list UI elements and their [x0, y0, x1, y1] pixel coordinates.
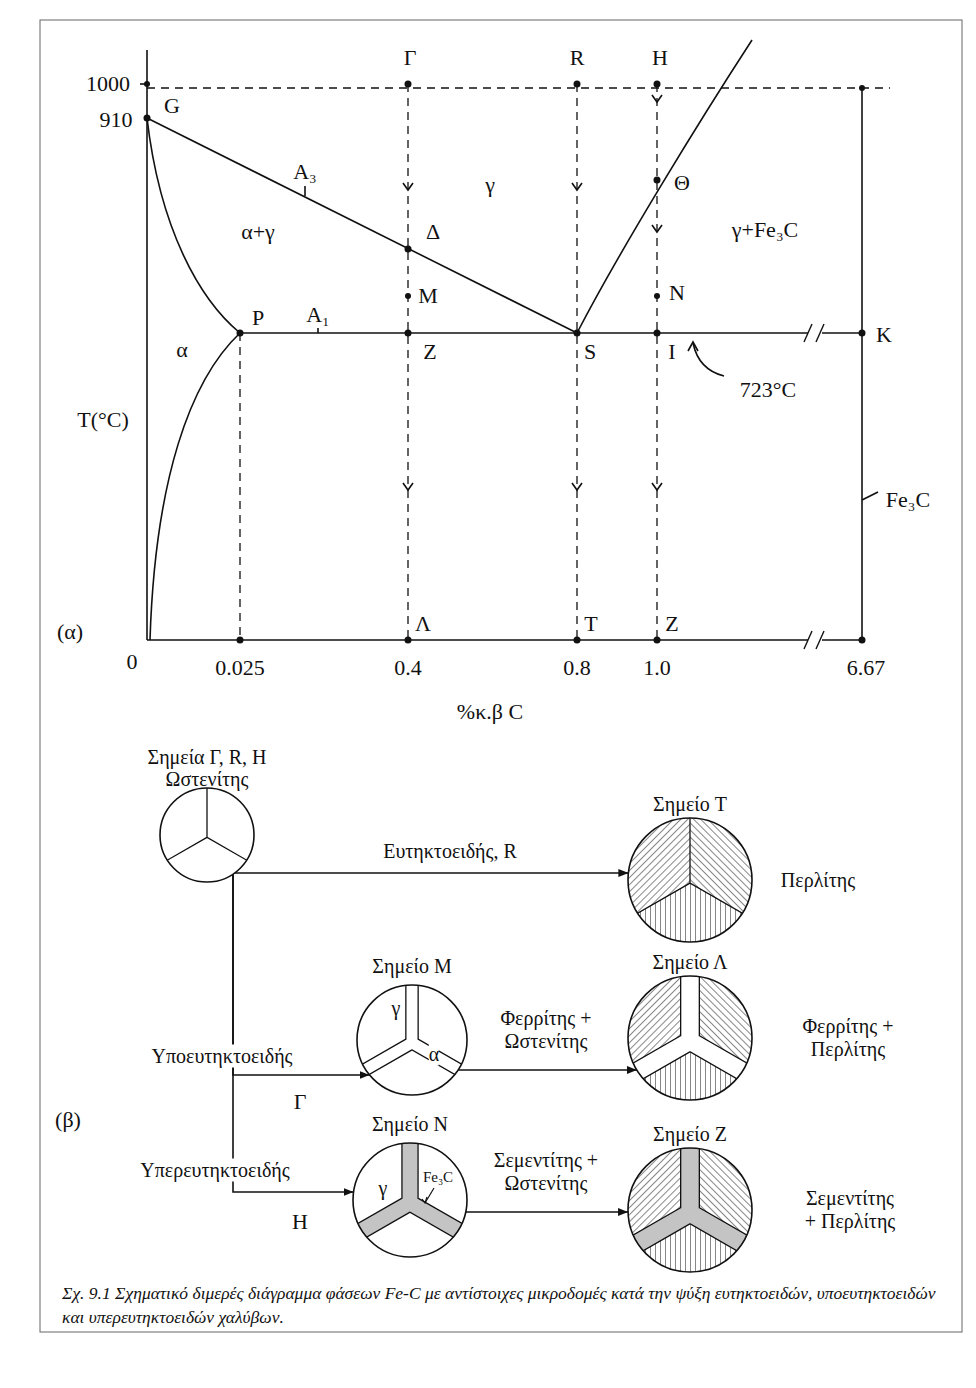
circle-outline: [628, 976, 752, 1100]
axis-or-point-label: Λ: [415, 612, 431, 636]
microstructure-node: Σημείο Mγα: [357, 985, 467, 1095]
axis-or-point-label: Z: [665, 612, 678, 636]
axis-or-point-label: 0.4: [394, 656, 422, 680]
arrow-label: Υποευτηκτοειδής: [149, 1045, 294, 1068]
arrow-label: Φερρίτης + Ωστενίτης: [494, 1007, 598, 1053]
axis-breaks: [804, 324, 824, 649]
circle-outline: [160, 788, 254, 882]
axis-or-point-label: N: [669, 281, 685, 305]
axis-or-point-label: 0.8: [563, 656, 591, 680]
axis-or-point-label: P: [252, 306, 264, 330]
axis-or-point-label: Θ: [674, 171, 690, 195]
flow-arrow: [235, 872, 629, 874]
arrow-label: Υπερευτηκτοειδής: [138, 1159, 291, 1182]
structure-label: Σεμεντίτης + Περλίτης: [800, 1187, 900, 1233]
grain-structure: [626, 974, 754, 1102]
axis-or-point-label: α+γ: [241, 220, 275, 244]
axis-or-point-label: 1.0: [643, 656, 671, 680]
grain-structure: [351, 1141, 469, 1259]
axis-or-point-label: S: [584, 340, 596, 364]
microstructure-circle: [355, 983, 469, 1097]
microstructure-circle: [626, 816, 754, 944]
cooling-arrows: [403, 95, 662, 490]
point-heading: Σημεία Γ, R, H: [147, 746, 266, 769]
points: [144, 81, 866, 644]
figure-caption: Σχ. 9.1 Σχηματικό διμερές διάγραμμα φάσε…: [62, 1282, 942, 1329]
flow-arrow: [458, 1069, 637, 1071]
axis-or-point-label: T(°C): [77, 408, 129, 432]
axis-or-point-label: Fe₃C: [886, 488, 930, 512]
structure-label: γ: [379, 1177, 388, 1200]
axis-or-point-label: G: [164, 94, 180, 118]
axis-or-point-label: 1000: [86, 72, 130, 96]
microstructure-node: Σημεία Γ, R, HΩστενίτης: [160, 788, 254, 882]
axis-or-point-label: T: [584, 612, 597, 636]
axis-or-point-label: Γ: [404, 46, 417, 70]
arrow-label: Ευτηκτοειδής, R: [381, 840, 519, 863]
axis-or-point-label: 723°C: [740, 378, 796, 402]
axis-or-point-label: H: [652, 46, 668, 70]
point-heading: Σημείο Z: [653, 1123, 727, 1146]
microstructure-circle: [158, 786, 256, 884]
point-heading: Σημείο T: [653, 793, 727, 816]
axis-or-point-label: γ+Fe₃C: [732, 218, 798, 242]
axis-or-point-label: 6.67: [847, 656, 886, 680]
axis-or-point-label: I: [668, 340, 675, 364]
grain-structure: [158, 786, 256, 884]
axis-or-point-label: (α): [57, 620, 83, 644]
page-frame: [40, 20, 962, 1332]
microstructure-circle: [626, 974, 754, 1102]
flow-arrow: [233, 874, 354, 1192]
structure-label: Φερρίτης + Περλίτης: [801, 1015, 896, 1061]
circle-outline: [353, 1143, 467, 1257]
axes: [140, 40, 878, 640]
microstructure-circle: [626, 1146, 754, 1274]
arrow-label: Σεμεντίτης + Ωστενίτης: [489, 1149, 603, 1195]
microstructure-circle: [351, 1141, 469, 1259]
microstructure-node: Σημείο ZΣεμεντίτης + Περλίτης: [628, 1148, 752, 1272]
axis-or-point-label: A₁: [306, 303, 330, 327]
microstructure-node: Σημείο ΛΦερρίτης + Περλίτης: [628, 976, 752, 1100]
axis-or-point-label: Δ: [426, 220, 440, 244]
axis-or-point-label: %κ.β C: [457, 700, 523, 724]
structure-label: Fe₃C: [423, 1169, 453, 1186]
axis-or-point-label: α: [176, 338, 188, 362]
point-heading: Σημείο M: [372, 955, 451, 978]
microstructure-node: Σημείο TΠερλίτης: [628, 818, 752, 942]
axis-or-point-label: (β): [55, 1108, 81, 1132]
axis-or-point-label: A₃: [293, 160, 317, 184]
point-heading: Σημείο Λ: [653, 951, 728, 974]
structure-label: γ: [392, 997, 401, 1020]
leader-head: [422, 1197, 427, 1203]
structure-label: Περλίτης: [781, 869, 855, 892]
axis-or-point-label: R: [570, 46, 585, 70]
axis-or-point-label: Γ: [294, 1090, 307, 1114]
microstructure-node: Σημείο NγFe₃C: [353, 1143, 467, 1257]
axis-or-point-label: M: [418, 284, 438, 308]
axis-or-point-label: 910: [100, 108, 133, 132]
grain-structure: [626, 1146, 754, 1274]
circle-outline: [628, 1148, 752, 1272]
grain-structure: [355, 983, 469, 1097]
axis-or-point-label: 0.025: [215, 656, 265, 680]
structure-label: α: [429, 1043, 439, 1066]
structure-label: Ωστενίτης: [166, 768, 249, 791]
axis-or-point-label: Z: [423, 340, 436, 364]
axis-or-point-label: K: [876, 323, 892, 347]
axis-or-point-label: H: [292, 1210, 308, 1234]
cooling-paths: [147, 84, 890, 640]
flow-arrow: [466, 1211, 628, 1213]
axis-or-point-label: γ: [485, 173, 495, 197]
point-heading: Σημείο N: [372, 1113, 448, 1136]
circle-outline: [628, 818, 752, 942]
circle-outline: [357, 985, 467, 1095]
axis-or-point-label: 0: [127, 650, 138, 674]
grain-structure: [626, 816, 754, 944]
